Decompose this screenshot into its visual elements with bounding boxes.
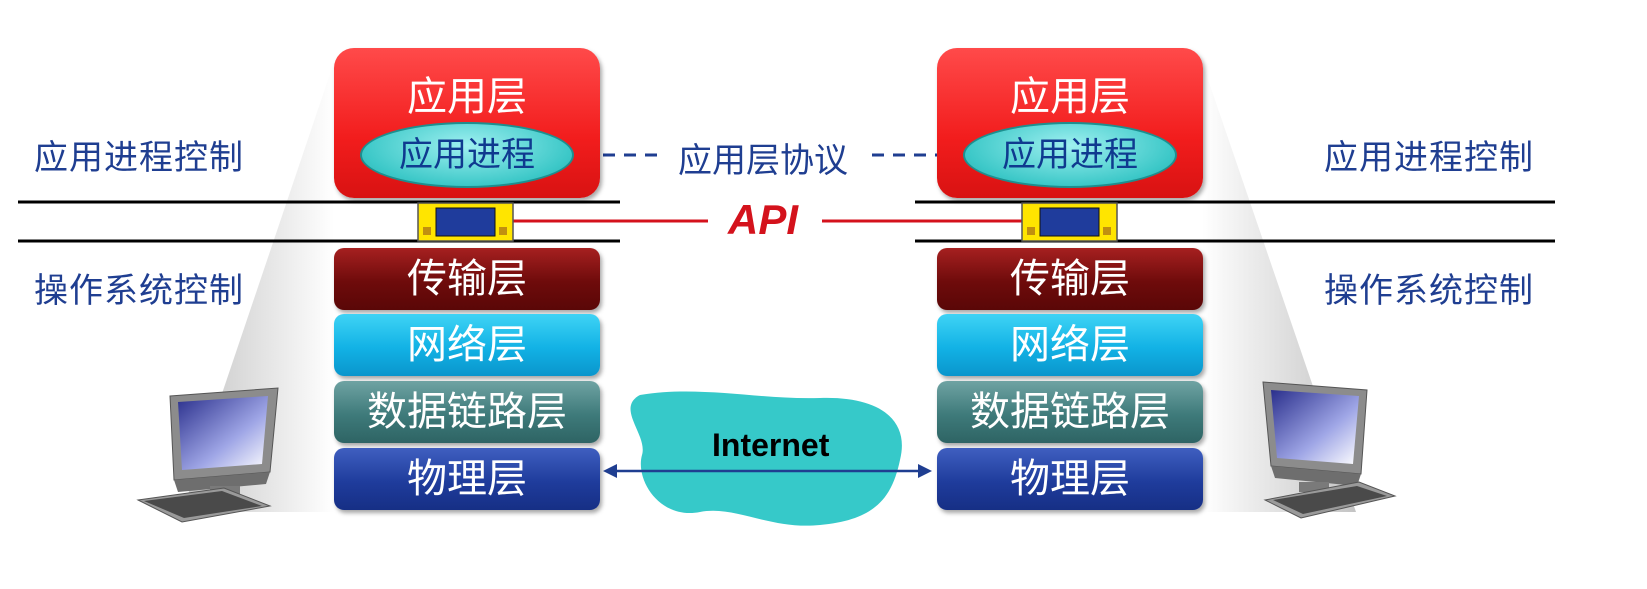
right-os-control-label: 操作系统控制 bbox=[1324, 271, 1534, 311]
protocol-label: 应用层协议 bbox=[678, 141, 848, 181]
right-app-control-label: 应用进程控制 bbox=[1324, 138, 1534, 178]
right-application-process: 应用进程 bbox=[963, 122, 1177, 188]
internet-cloud-icon bbox=[630, 391, 902, 526]
right-application-layer-label: 应用层 bbox=[1010, 74, 1130, 120]
physical-link-arrow bbox=[603, 464, 932, 478]
right-transport-layer: 传输层 bbox=[937, 248, 1203, 310]
right-data-link-layer: 数据链路层 bbox=[937, 381, 1203, 443]
api-label: API bbox=[728, 196, 799, 243]
left-data-link-layer: 数据链路层 bbox=[334, 381, 600, 443]
right-network-layer: 网络层 bbox=[937, 314, 1203, 376]
left-application-layer: 应用层 应用进程 bbox=[334, 48, 600, 198]
left-os-control-label: 操作系统控制 bbox=[34, 271, 244, 311]
left-app-control-label: 应用进程控制 bbox=[34, 138, 244, 178]
left-transport-layer: 传输层 bbox=[334, 248, 600, 310]
internet-label: Internet bbox=[712, 427, 830, 463]
right-physical-layer: 物理层 bbox=[937, 448, 1203, 510]
api-socket-icon bbox=[417, 202, 514, 242]
left-network-layer: 网络层 bbox=[334, 314, 600, 376]
api-socket-icon bbox=[1021, 202, 1118, 242]
left-physical-layer: 物理层 bbox=[334, 448, 600, 510]
computer-icon bbox=[1262, 381, 1397, 519]
computer-icon bbox=[136, 387, 279, 523]
right-application-layer: 应用层 应用进程 bbox=[937, 48, 1203, 198]
left-application-process: 应用进程 bbox=[360, 122, 574, 188]
left-application-layer-label: 应用层 bbox=[407, 74, 527, 120]
